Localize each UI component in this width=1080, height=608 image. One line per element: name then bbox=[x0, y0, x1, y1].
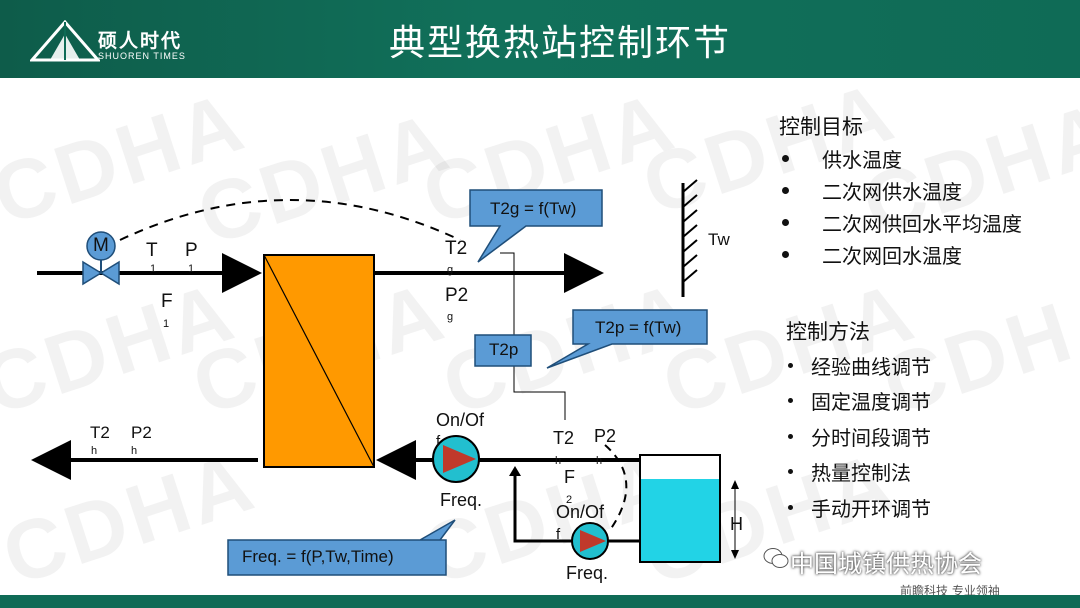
t1-sub: 1 bbox=[150, 263, 157, 275]
pressure-signal-dashed bbox=[604, 444, 628, 531]
t2p-connector-bottom bbox=[513, 366, 566, 420]
goal-bullet bbox=[782, 219, 789, 226]
callout-t2p-text: T2p = f(Tw) bbox=[595, 318, 682, 337]
tw-label: Tw bbox=[708, 230, 730, 249]
page-title: 典型换热站控制环节 bbox=[388, 23, 731, 64]
p2h-right-label: P2 bbox=[594, 426, 617, 446]
callout-t2g bbox=[469, 189, 603, 263]
onoff-makeup-label: On/Of bbox=[556, 502, 605, 522]
callout-t2p bbox=[546, 309, 708, 369]
control-valve-icon bbox=[82, 231, 120, 286]
goal-item: 二次网供回水平均温度 bbox=[822, 212, 1022, 236]
heat-exchanger bbox=[263, 254, 375, 468]
method-bullet bbox=[788, 434, 793, 439]
t2p-box bbox=[474, 334, 532, 367]
p1-sub: 1 bbox=[188, 263, 195, 275]
outdoor-wall-icon bbox=[681, 179, 698, 297]
height-arrow-down-icon bbox=[731, 550, 739, 559]
goal-bullet bbox=[782, 251, 789, 258]
goals-heading: 控制目标 bbox=[779, 115, 863, 139]
method-item: 热量控制法 bbox=[811, 461, 911, 485]
t2g-sub: g bbox=[447, 264, 454, 276]
p2h-right-sub: h bbox=[596, 455, 603, 467]
t1-label: T bbox=[146, 240, 158, 261]
t2p-box-text: T2p bbox=[489, 340, 519, 359]
tank-height-label: H bbox=[730, 514, 743, 534]
makeup-pump-icon bbox=[571, 522, 609, 560]
wechat-account-name: 中国城镇供热协会 bbox=[790, 550, 982, 578]
t2h-left-label: T2 bbox=[90, 423, 110, 442]
onoff-main-f: f bbox=[436, 433, 441, 450]
f1-label: F bbox=[161, 291, 173, 312]
goal-bullet bbox=[782, 155, 789, 162]
method-item: 经验曲线调节 bbox=[811, 355, 931, 379]
footer-slogan: 前瞻科技 专业领袖 bbox=[900, 584, 1000, 598]
p1-label: P bbox=[185, 240, 198, 261]
f2-label: F bbox=[564, 467, 575, 487]
callout-t2g-text: T2g = f(Tw) bbox=[490, 199, 577, 218]
circulation-pump-icon bbox=[432, 435, 480, 483]
method-item: 手动开环调节 bbox=[811, 497, 931, 521]
onoff-main-label: On/Of bbox=[436, 410, 485, 430]
p2g-label: P2 bbox=[445, 285, 469, 306]
p2g-sub: g bbox=[447, 311, 454, 323]
goal-item: 二次网供水温度 bbox=[822, 180, 962, 204]
p2h-left-sub: h bbox=[131, 445, 138, 457]
method-bullet bbox=[788, 363, 793, 368]
method-item: 分时间段调节 bbox=[811, 426, 931, 450]
height-arrow-up-icon bbox=[731, 480, 739, 489]
onoff-makeup-f: f bbox=[556, 526, 561, 543]
makeup-arrow-icon bbox=[509, 466, 521, 476]
freq-main-label: Freq. bbox=[440, 490, 483, 510]
method-bullet bbox=[788, 505, 793, 510]
t2h-right-sub: h bbox=[555, 455, 562, 467]
f1-sub: 1 bbox=[163, 318, 170, 330]
brand-name: 硕人时代 bbox=[98, 30, 183, 52]
t2h-left-sub: h bbox=[91, 445, 98, 457]
goal-bullet bbox=[782, 187, 789, 194]
t2h-right-label: T2 bbox=[553, 428, 575, 448]
callout-freq bbox=[227, 519, 456, 576]
motor-label: M bbox=[93, 235, 109, 256]
footer-bar bbox=[0, 595, 1080, 608]
method-item: 固定温度调节 bbox=[811, 390, 931, 414]
makeup-water-tank bbox=[639, 454, 721, 563]
methods-heading: 控制方法 bbox=[786, 320, 870, 344]
goal-item: 供水温度 bbox=[822, 148, 902, 172]
freq-makeup-label: Freq. bbox=[566, 563, 609, 583]
f2-sub: 2 bbox=[566, 494, 573, 506]
t2g-label: T2 bbox=[445, 238, 468, 259]
t2p-connector-top bbox=[500, 252, 515, 335]
shuoren-logo-icon bbox=[30, 20, 100, 62]
wechat-icon bbox=[763, 548, 789, 568]
method-bullet bbox=[788, 469, 793, 474]
control-signal-dashed bbox=[119, 199, 461, 241]
header-bar: 硕人时代 SHUOREN TIMES 典型换热站控制环节 bbox=[0, 0, 1080, 78]
method-bullet bbox=[788, 398, 793, 403]
p2h-left-label: P2 bbox=[131, 423, 152, 442]
brand-english: SHUOREN TIMES bbox=[98, 51, 186, 61]
callout-freq-text: Freq. = f(P,Tw,Time) bbox=[242, 547, 394, 566]
goal-item: 二次网回水温度 bbox=[822, 244, 962, 268]
